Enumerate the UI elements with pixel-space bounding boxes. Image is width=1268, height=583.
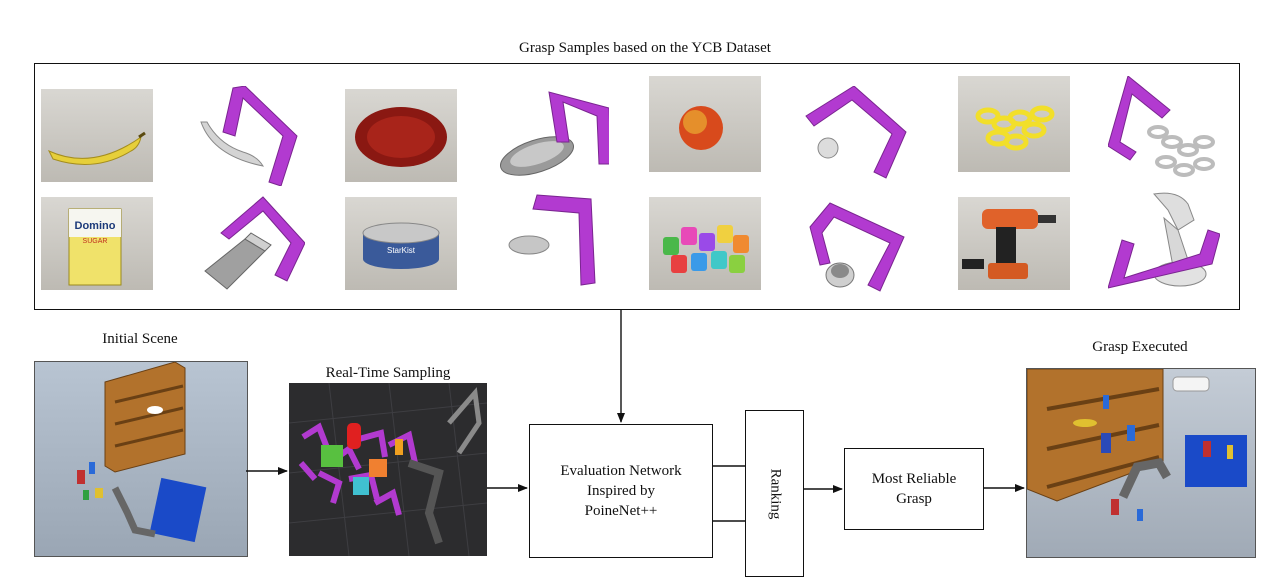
sugar-box-word-label: SUGAR [83, 238, 108, 245]
initial-scene-label: Initial Scene [102, 331, 178, 347]
grasp-executed-label: Grasp Executed [1092, 339, 1188, 355]
apple-photo [649, 76, 761, 172]
plate-photo [345, 89, 457, 182]
initial-scene-render [34, 361, 248, 557]
real-time-sampling-render [289, 383, 487, 556]
plate-grasp-render [497, 86, 609, 179]
sugar-box-photo: Domino SUGAR [41, 197, 153, 290]
chain-grasp-render [1108, 76, 1220, 186]
most-reliable-grasp-box: Most Reliable Grasp [844, 448, 984, 530]
power-drill-photo [958, 197, 1070, 290]
tuna-can-photo: StarKist [345, 197, 457, 290]
tuna-can-brand-label: StarKist [387, 246, 416, 255]
evaluation-network-box: Evaluation Network Inspired by PoineNet+… [529, 424, 713, 558]
real-time-sampling-label: Real-Time Sampling [325, 365, 451, 381]
banana-photo [41, 89, 153, 182]
power-drill-grasp-render [1108, 190, 1220, 298]
banana-grasp-render [193, 86, 305, 186]
apple-grasp-render [800, 86, 912, 179]
cup-grasp-render [800, 193, 912, 293]
ranking-box: Ranking [745, 410, 804, 577]
sugar-box-brand-label: Domino [75, 220, 116, 232]
tuna-can-grasp-render [497, 193, 609, 293]
stacking-cups-photo [649, 197, 761, 290]
samples-title: Grasp Samples based on the YCB Dataset [519, 40, 771, 56]
sugar-box-grasp-render [193, 193, 305, 293]
grasp-executed-render [1026, 368, 1256, 558]
chain-photo [958, 76, 1070, 172]
